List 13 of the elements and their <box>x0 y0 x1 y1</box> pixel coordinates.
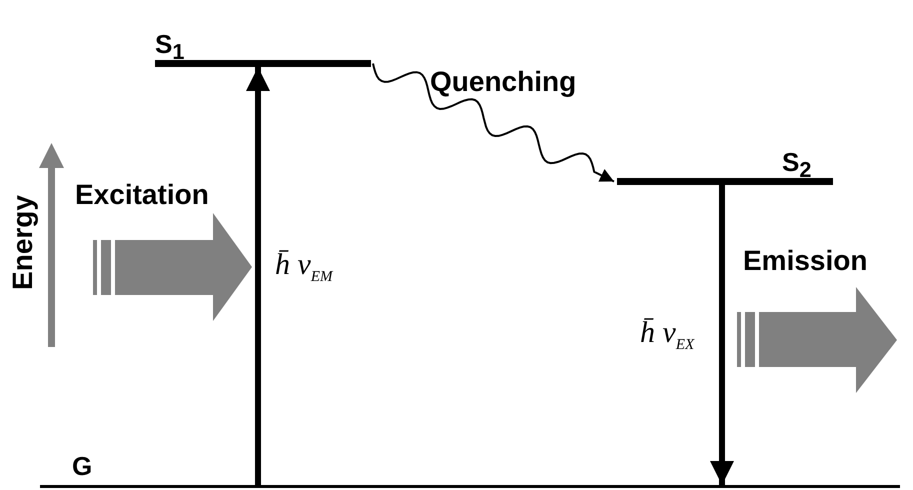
state-label: G <box>72 452 92 480</box>
process-label: Excitation <box>75 180 209 210</box>
arrow <box>246 67 270 485</box>
formula-label: h̄ ν$_{EX}$ <box>640 318 694 353</box>
edge-label: Quenching <box>430 68 576 96</box>
state-label: S$_{1}$ <box>155 30 184 66</box>
process-label: Emission <box>743 246 868 276</box>
energy-level-line <box>40 485 900 488</box>
state-label: S$_{2}$ <box>782 148 812 184</box>
formula-label: h̄ ν$_{EM}$ <box>275 250 332 285</box>
arrow <box>710 185 734 485</box>
wavy-arrow <box>372 63 614 182</box>
axis-label: Energy <box>8 195 38 290</box>
